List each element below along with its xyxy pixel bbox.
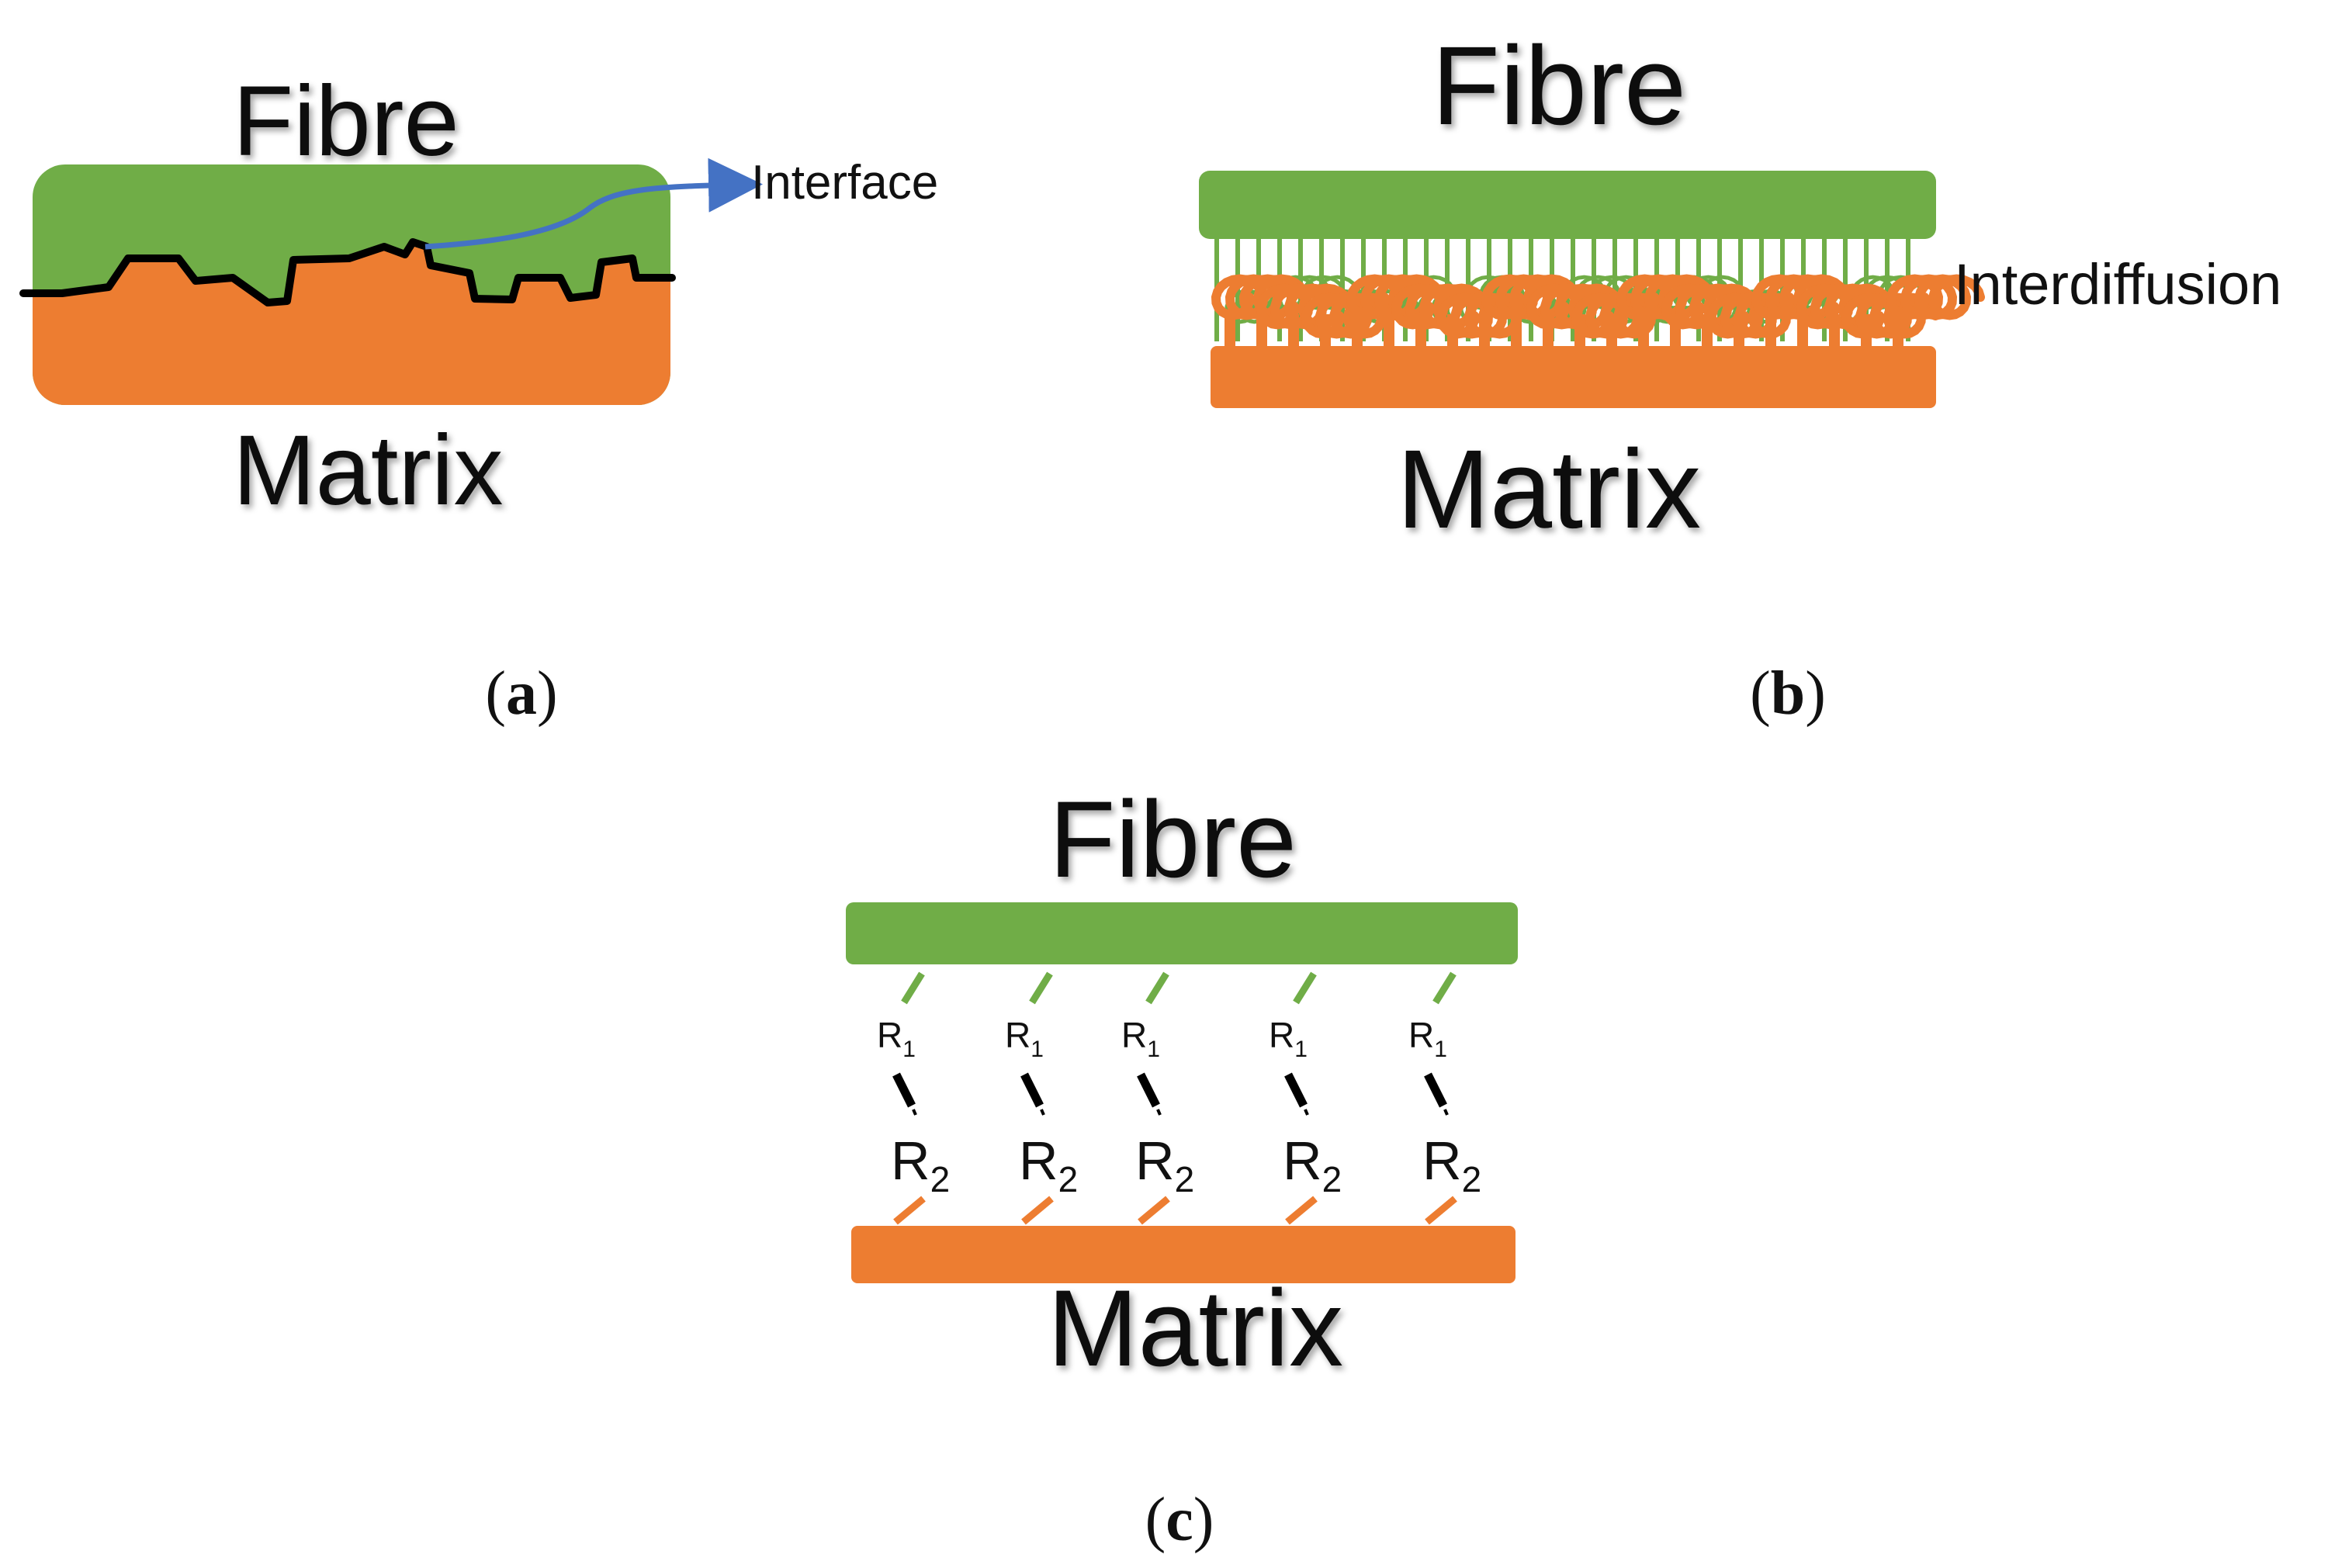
r2-subscript: 2: [1058, 1159, 1079, 1199]
r2-label: R2: [1135, 1130, 1194, 1199]
r1-label: R1: [877, 1015, 916, 1062]
chain-bond: [1020, 1072, 1044, 1108]
r1-subscript: 1: [902, 1037, 916, 1062]
matrix-bond: [1425, 1196, 1457, 1225]
r2-label: R2: [891, 1130, 950, 1199]
r1-subscript: 1: [1294, 1037, 1308, 1062]
interface-label: Interface: [751, 156, 938, 209]
panel-c-caption: (c): [1145, 1486, 1214, 1554]
matrix-polymer-strands: [1211, 274, 1985, 351]
r2-label: R2: [1283, 1130, 1342, 1199]
r2-label: R2: [1422, 1130, 1481, 1199]
r1-subscript: 1: [1147, 1037, 1160, 1062]
interface-line: [19, 238, 676, 306]
r2-symbol: R: [891, 1130, 930, 1191]
r1-subscript: 1: [1031, 1037, 1044, 1062]
r1-label: R1: [1408, 1015, 1447, 1062]
chain-bond: [892, 1072, 916, 1108]
chain-bond: [1424, 1072, 1447, 1108]
r1-symbol: R: [1408, 1015, 1434, 1055]
panel-a-block: [33, 164, 670, 405]
interdiffusion-label: Interdiffusion: [1954, 252, 2281, 317]
chain-bond-tail: [1156, 1109, 1162, 1116]
chain-bond-tail: [912, 1109, 917, 1116]
panel-b-matrix-bar: [1211, 346, 1936, 408]
r2-label: R2: [1019, 1130, 1078, 1199]
r2-subscript: 2: [930, 1159, 951, 1199]
r2-symbol: R: [1422, 1130, 1462, 1191]
panel-a-matrix-region: [33, 242, 670, 405]
chain-bond-tail: [1040, 1109, 1045, 1116]
panel-b-caption: (b): [1750, 659, 1826, 728]
r2-symbol: R: [1283, 1130, 1322, 1191]
r1-symbol: R: [1005, 1015, 1031, 1055]
r2-symbol: R: [1019, 1130, 1058, 1191]
panel-b-fibre-label: Fibre: [1432, 23, 1686, 148]
chain-bond: [1284, 1072, 1308, 1108]
chain-bond-tail: [1443, 1109, 1449, 1116]
r1-label: R1: [1269, 1015, 1308, 1062]
r2-symbol: R: [1135, 1130, 1175, 1191]
r2-subscript: 2: [1322, 1159, 1342, 1199]
chain-bond: [1137, 1072, 1160, 1108]
fibre-bond: [1145, 971, 1169, 1005]
r2-subscript: 2: [1175, 1159, 1195, 1199]
panel-b-fibre-bar: [1199, 171, 1936, 239]
fibre-bond: [1029, 971, 1053, 1005]
r1-symbol: R: [1269, 1015, 1294, 1055]
matrix-bond: [1138, 1196, 1170, 1225]
panel-c-fibre-bar: [846, 902, 1518, 964]
panel-a-fibre-label: Fibre: [233, 66, 459, 177]
matrix-bond: [1021, 1196, 1054, 1225]
fibre-bond: [1293, 971, 1317, 1005]
panel-a-caption-letter: a: [506, 659, 537, 728]
panel-a-caption: (a): [485, 659, 557, 728]
r1-label: R1: [1121, 1015, 1160, 1062]
matrix-bond: [1285, 1196, 1318, 1225]
r1-subscript: 1: [1434, 1037, 1447, 1062]
panel-c-fibre-label: Fibre: [1049, 778, 1297, 900]
polymer-coil: [1886, 274, 1985, 320]
interface-arrow: [424, 157, 763, 250]
r2-subscript: 2: [1462, 1159, 1482, 1199]
chain-bond-tail: [1304, 1109, 1309, 1116]
panel-a-matrix-label: Matrix: [233, 415, 503, 526]
panel-b-caption-letter: b: [1771, 659, 1806, 728]
panel-a: Interface Fibre Matrix (a): [19, 66, 938, 728]
matrix-bond: [893, 1196, 926, 1225]
panel-b: Fibre Interdiffusion Matrix (b): [1199, 23, 2281, 728]
fibre-bond: [901, 971, 925, 1005]
panel-c-matrix-bar: [851, 1226, 1515, 1283]
panel-c-caption-letter: c: [1166, 1486, 1193, 1554]
panel-b-matrix-label: Matrix: [1397, 427, 1701, 552]
r1-label: R1: [1005, 1015, 1044, 1062]
fibre-bond: [1432, 971, 1457, 1005]
r1-symbol: R: [1121, 1015, 1147, 1055]
panel-c-matrix-label: Matrix: [1048, 1267, 1343, 1389]
r1-symbol: R: [877, 1015, 902, 1055]
